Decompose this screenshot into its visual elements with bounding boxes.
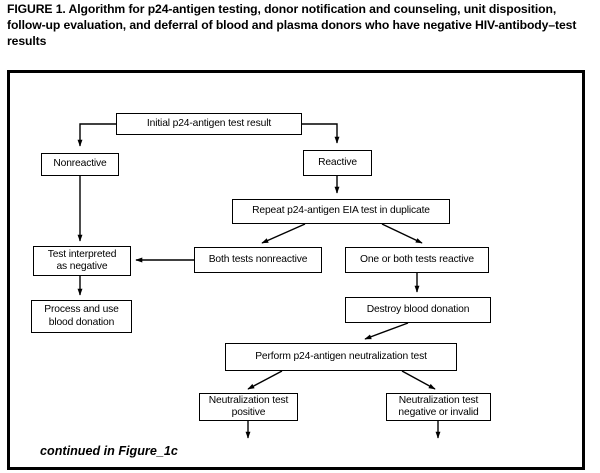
flowchart-canvas: Initial p24-antigen test result Nonreact… (10, 73, 588, 473)
edge-repeat-to-one-or-both (381, 223, 423, 244)
node-repeat-eia[interactable]: Repeat p24-antigen EIA test in duplicate (232, 199, 450, 224)
node-initial-test[interactable]: Initial p24-antigen test result (116, 113, 302, 135)
node-process-and-use-blood-donation[interactable]: Process and use blood donation (31, 300, 132, 333)
node-both-tests-nonreactive[interactable]: Both tests nonreactive (194, 247, 322, 273)
node-test-interpreted-as-negative[interactable]: Test interpreted as negative (33, 246, 131, 276)
node-reactive[interactable]: Reactive (303, 150, 372, 176)
node-perform-neutralization-test[interactable]: Perform p24-antigen neutralization test (225, 343, 457, 371)
edge-initial-to-reactive (302, 123, 340, 144)
continued-note: continued in Figure_1c (40, 444, 178, 458)
node-neutralization-test-negative-or-invalid[interactable]: Neutralization test negative or invalid (386, 393, 491, 421)
node-destroy-blood-donation[interactable]: Destroy blood donation (345, 297, 491, 323)
edge-neutralization-to-negative (401, 370, 436, 390)
node-one-or-both-tests-reactive[interactable]: One or both tests reactive (345, 247, 489, 273)
node-nonreactive[interactable]: Nonreactive (41, 153, 119, 176)
node-neutralization-test-positive[interactable]: Neutralization test positive (199, 393, 298, 421)
figure-caption: FIGURE 1. Algorithm for p24-antigen test… (7, 2, 577, 48)
edge-repeat-to-both-nonreactive (261, 223, 306, 244)
edge-neutralization-to-positive (247, 370, 283, 390)
figure-frame: Initial p24-antigen test result Nonreact… (7, 70, 585, 470)
edge-initial-to-nonreactive (77, 123, 116, 147)
edge-destroy-to-neutralization (364, 322, 409, 340)
